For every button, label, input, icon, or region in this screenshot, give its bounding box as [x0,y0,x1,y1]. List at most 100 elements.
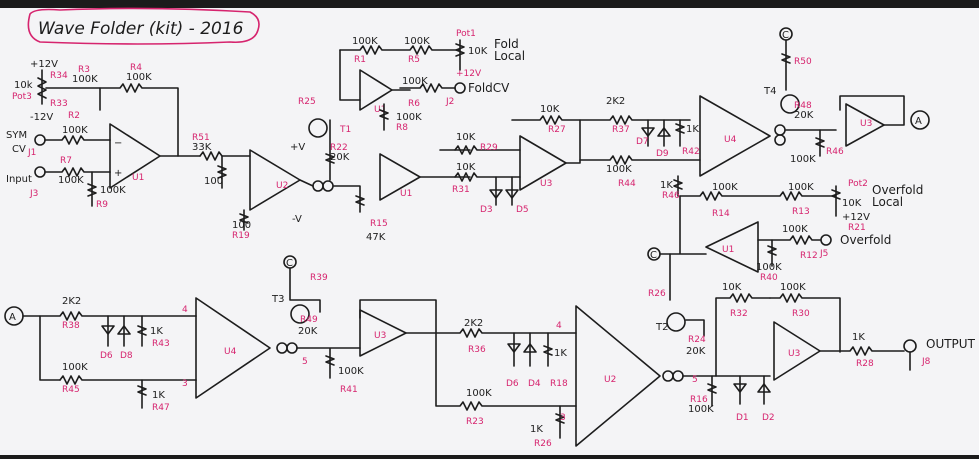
r24-value: 20K [686,346,706,357]
t4-id: T4 [763,86,776,97]
r-sym-value: 100K [62,125,88,136]
node-c-mid-label: C [650,250,657,261]
label-minus12: -12V [30,112,53,123]
r31-value: 10K [456,162,476,173]
r49-value: 20K [298,326,318,337]
u3d-id: U3 [788,349,800,359]
r25-id: R25 [298,97,316,107]
r15-value: 47K [366,232,386,243]
bottom-mid-stage: C R39 T3 20K R49 100K R41 5 U3 2K2 R36 D… [271,255,684,449]
u3-id: U3 [540,179,552,189]
r8-id: R8 [396,123,408,133]
r14-value: 100K [712,182,738,193]
r42-value: 1K [686,124,699,135]
fold-cv-jack[interactable] [454,82,466,94]
r46-id: R46 [662,191,680,201]
u4-id: U4 [724,135,737,145]
u1-opamp [109,123,161,189]
r37-id: R37 [612,125,630,135]
r6-value: 100K [402,76,428,87]
r36-id: R36 [468,345,486,355]
u2-minus-v: -V [292,214,302,225]
r26b-id: R26 [648,289,666,299]
r19-value: 100 [232,220,251,231]
overfold-label: Overfold [840,233,891,247]
u4b-id: U4 [224,347,237,357]
r3-value: 100K [72,74,98,85]
r22-value: 20K [330,152,350,163]
sym-cv-label: SYM [6,130,27,141]
r46b-value: 100K [790,154,816,165]
u1d-opamp [705,221,759,273]
r30-value: 100K [780,282,806,293]
r21-id: R21 [848,223,866,233]
svg-text:3: 3 [560,413,566,423]
r2-id: R2 [68,111,80,121]
r3-id: R3 [78,65,90,75]
d5-id: D5 [516,205,529,215]
u3b-id: U3 [860,119,872,129]
r8-value: 100K [396,112,422,123]
svg-text:+: + [114,168,122,179]
r40-value: 100K [756,262,782,273]
u2-plus-v: +V [290,142,305,153]
r7-value: 100K [58,175,84,186]
r29-value: 10K [456,132,476,143]
d1-id: D1 [736,413,749,423]
node-a-out [910,110,930,130]
top-right-stage: 2K2 R37 100K R44 D7 D9 1K R42 U4 1K R46 … [579,27,930,201]
r45-id: R45 [62,385,80,395]
r11-value: +12V [456,69,482,79]
svg-text:CV: CV [12,144,26,155]
r46b-id: R46 [826,147,844,157]
j1-id: J1 [27,148,36,158]
r6-id: R6 [408,99,420,109]
pot2-value: 10K [842,198,862,209]
svg-text:4: 4 [556,321,562,331]
title-block: Wave Folder (kit) - 2016 [27,7,260,45]
t2-id: T2 [655,322,668,333]
overfold-jack[interactable] [820,234,832,246]
r37-value: 2K2 [606,96,625,107]
node-c-top-label: C [782,30,789,41]
d7-id: D7 [636,137,649,147]
r4-id: R4 [130,63,142,73]
label-plus12: +12V [30,59,58,70]
j3-id: J3 [29,189,38,199]
input-stage: +12V 10k Pot3 R34 R33 -12V R2 R3 100K SY… [6,59,201,210]
j5-id: J5 [819,249,828,259]
r46-value: 1K [660,180,673,191]
r39-id: R39 [310,273,328,283]
svg-text:Local: Local [872,195,903,209]
j2-id: J2 [445,97,454,107]
u1c-id: U1 [400,189,412,199]
d8-id: D8 [120,351,133,361]
r31-id: R31 [452,185,470,195]
u3c-opamp [359,309,407,357]
r4-value: 100K [126,72,152,83]
r47-value: 1K [152,390,165,401]
r24-id: R24 [688,335,706,345]
fold-local-label: Fold [494,37,519,51]
r43-id: R43 [152,339,170,349]
r38-value: 2K2 [62,296,81,307]
pot2-id: Pot2 [848,179,868,189]
u1d-id: U1 [722,245,734,255]
node-a-in-label: A [9,312,16,323]
u2b-opamp [575,305,661,447]
t1-id: T1 [339,125,351,135]
r23-value: 100K [466,388,492,399]
r28-value: 1K [852,332,865,343]
t1-transistor [308,118,328,138]
r42-id: R42 [682,147,700,157]
svg-text:4: 4 [182,305,188,315]
r1-value: 100K [352,36,378,47]
u3-opamp [519,135,567,191]
pot1-value: 10K [468,46,488,57]
r9-value: 100K [100,185,126,196]
r1-id: R1 [354,55,366,65]
r12-id: R12 [800,251,818,261]
r49-id: R49 [300,315,318,325]
page-title: Wave Folder (kit) - 2016 [38,19,244,39]
